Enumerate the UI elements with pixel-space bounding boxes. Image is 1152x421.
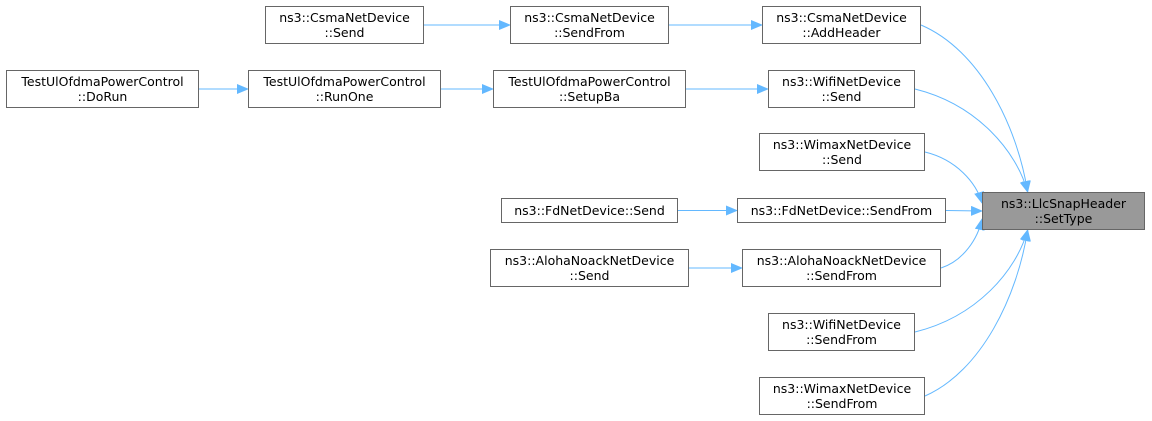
node-wimaxnetdevice-sendfrom[interactable]: ns3::WimaxNetDevice ::SendFrom <box>759 377 925 415</box>
node-label-line1: ns3::WimaxNetDevice <box>772 381 912 396</box>
node-alohanoacknetdevice-send[interactable]: ns3::AlohaNoackNetDevice ::Send <box>490 249 689 287</box>
node-fdnetdevice-send[interactable]: ns3::FdNetDevice::Send <box>501 198 678 223</box>
node-csmanetdevice-addheader[interactable]: ns3::CsmaNetDevice ::AddHeader <box>762 6 921 44</box>
node-label-line2: ::SendFrom <box>806 332 877 347</box>
node-label-line1: ns3::WifiNetDevice <box>782 317 901 332</box>
edge-csma_addheader-to-set_type <box>920 24 1031 193</box>
node-csmanetdevice-sendfrom[interactable]: ns3::CsmaNetDevice ::SendFrom <box>510 6 669 44</box>
node-label-line2: ::DoRun <box>77 89 128 104</box>
node-testulofdmapowercontrol-runone[interactable]: TestUlOfdmaPowerControl ::RunOne <box>248 70 441 108</box>
node-label-line2: ::AddHeader <box>802 25 881 40</box>
node-label-line2: ::SendFrom <box>806 396 878 411</box>
node-label-line1: ns3::CsmaNetDevice <box>776 10 907 25</box>
node-label-line1: ns3::LlcSnapHeader <box>1000 196 1127 211</box>
node-wifinetdevice-sendfrom[interactable]: ns3::WifiNetDevice ::SendFrom <box>768 313 915 351</box>
edge-wimax_send-to-set_type <box>924 151 984 204</box>
node-label-line2: ::RunOne <box>315 89 374 104</box>
node-llcsnapheader-settype: ns3::LlcSnapHeader ::SetType <box>982 192 1145 230</box>
node-label-line2: ::SetupBa <box>558 89 621 104</box>
node-label-line2: ::Send <box>822 152 862 167</box>
edge-fd_sendfrom-to-set_type <box>945 205 983 216</box>
node-alohanoacknetdevice-sendfrom[interactable]: ns3::AlohaNoackNetDevice ::SendFrom <box>742 249 941 287</box>
node-label-line1: ns3::FdNetDevice::SendFrom <box>750 203 933 218</box>
node-testulofdmapowercontrol-setupba[interactable]: TestUlOfdmaPowerControl ::SetupBa <box>493 70 686 108</box>
node-label-line2: ::Send <box>324 25 365 40</box>
node-label-line1: ns3::CsmaNetDevice <box>279 10 410 25</box>
node-label-line1: ns3::FdNetDevice::Send <box>514 203 665 218</box>
edge-wifi_send-to-set_type <box>914 88 1030 193</box>
node-label-line1: ns3::CsmaNetDevice <box>524 10 655 25</box>
node-label-line1: ns3::AlohaNoackNetDevice <box>504 253 675 268</box>
node-label-line1: ns3::WifiNetDevice <box>782 74 901 89</box>
node-label-line2: ::SetType <box>1034 211 1093 226</box>
node-label-line1: TestUlOfdmaPowerControl <box>21 74 184 89</box>
node-label-line1: TestUlOfdmaPowerControl <box>263 74 426 89</box>
node-label-line1: ns3::WimaxNetDevice <box>772 137 912 152</box>
node-label-line1: ns3::AlohaNoackNetDevice <box>756 253 927 268</box>
node-fdnetdevice-sendfrom[interactable]: ns3::FdNetDevice::SendFrom <box>737 198 946 223</box>
edge-wifi_sendfrom-to-set_type <box>914 229 1030 333</box>
edge-aloha_sendfrom-to-set_type <box>940 218 985 269</box>
node-label-line2: ::Send <box>821 89 862 104</box>
node-label-line2: ::SendFrom <box>554 25 625 40</box>
node-label-line2: ::Send <box>569 268 610 283</box>
node-label-line1: TestUlOfdmaPowerControl <box>508 74 671 89</box>
node-testulofdmapowercontrol-dorun[interactable]: TestUlOfdmaPowerControl ::DoRun <box>6 70 199 108</box>
edge-wimax_sendfrom-to-set_type <box>924 229 1031 397</box>
node-label-line2: ::SendFrom <box>806 268 877 283</box>
node-wimaxnetdevice-send[interactable]: ns3::WimaxNetDevice ::Send <box>759 133 925 171</box>
node-csmanetdevice-send[interactable]: ns3::CsmaNetDevice ::Send <box>265 6 424 44</box>
node-wifinetdevice-send[interactable]: ns3::WifiNetDevice ::Send <box>768 70 915 108</box>
